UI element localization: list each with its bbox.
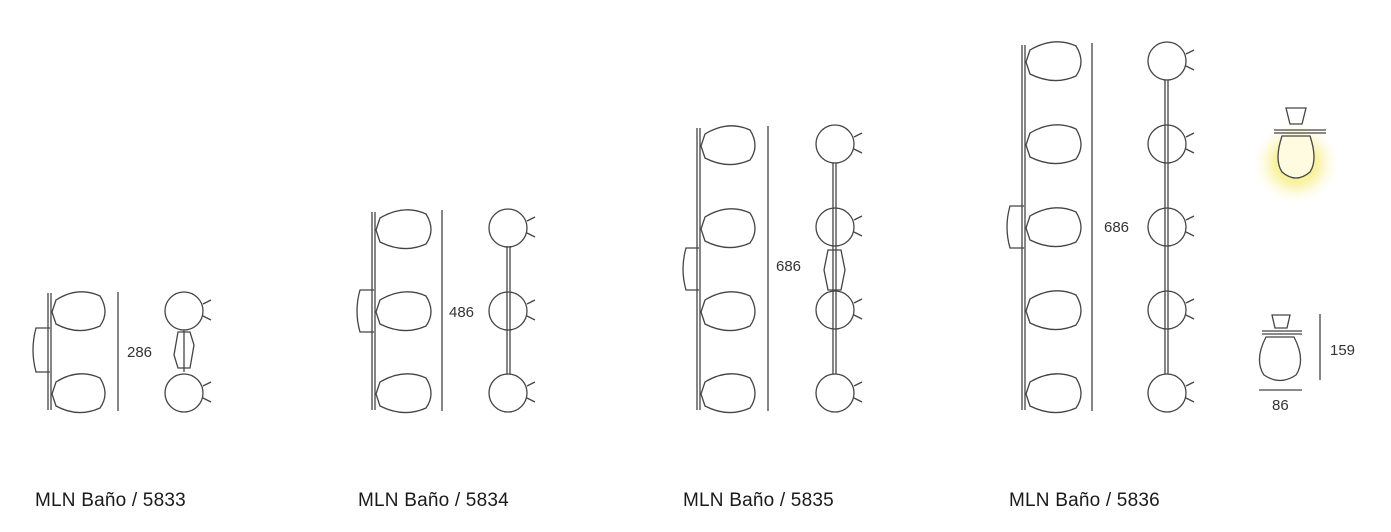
front-view xyxy=(1147,41,1195,413)
detail-width-label: 86 xyxy=(1272,397,1289,414)
height-dimension-label: 686 xyxy=(1104,219,1129,236)
detail-height-label: 159 xyxy=(1330,342,1355,359)
side-view xyxy=(1006,41,1082,414)
side-view xyxy=(682,125,756,414)
side-view xyxy=(356,209,432,414)
height-dimension-label: 286 xyxy=(127,344,152,361)
model-caption-5836: MLN Baño / 5836 xyxy=(1009,490,1160,511)
front-view xyxy=(164,291,212,413)
model-5833-drawing xyxy=(32,291,212,414)
side-view xyxy=(32,291,106,414)
lit-lamp-illustration xyxy=(1254,107,1338,203)
front-view xyxy=(815,124,863,413)
model-caption-5834: MLN Baño / 5834 xyxy=(358,490,509,511)
height-dimension-label: 486 xyxy=(449,304,474,321)
height-dimension-label: 686 xyxy=(776,258,801,275)
lamp-detail-drawing xyxy=(1258,314,1321,391)
model-5834-drawing xyxy=(356,208,536,414)
model-caption-5835: MLN Baño / 5835 xyxy=(683,490,834,511)
model-caption-5833: MLN Baño / 5833 xyxy=(35,490,186,511)
model-5836-drawing xyxy=(1006,41,1195,414)
front-view xyxy=(488,208,536,413)
model-5835-drawing xyxy=(682,124,863,414)
